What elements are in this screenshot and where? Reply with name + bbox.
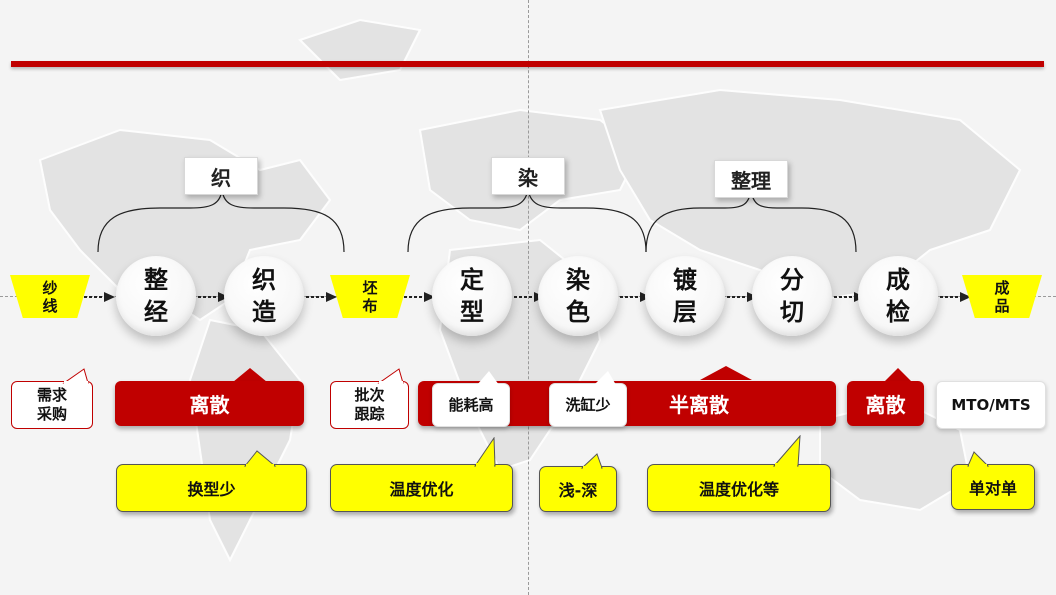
note-temp1-label: 温度优化 bbox=[389, 480, 454, 499]
node-warping-label: 整经 bbox=[144, 266, 168, 326]
callout-tail bbox=[580, 453, 603, 469]
flow-arrow bbox=[306, 292, 337, 302]
node-greige: 坯布 bbox=[330, 275, 410, 318]
flow-arrow bbox=[198, 292, 229, 302]
bar-discrete-inspection: 离散 bbox=[847, 381, 924, 426]
node-cutting: 分切 bbox=[752, 256, 832, 336]
note-energy-label: 能耗高 bbox=[448, 395, 494, 414]
node-setting: 定型 bbox=[432, 256, 512, 336]
note-shade-label: 浅-深 bbox=[558, 481, 598, 500]
note-temp2-label: 温度优化等 bbox=[698, 480, 779, 499]
bar-discrete-inspection-label: 离散 bbox=[865, 393, 906, 417]
node-inspection: 成检 bbox=[858, 256, 938, 336]
top-red-rule bbox=[11, 61, 1044, 67]
flow-arrow bbox=[84, 292, 115, 302]
note-batch-tracking: 批次 跟踪 bbox=[330, 368, 409, 429]
node-coating-label: 镀层 bbox=[673, 266, 697, 326]
callout-tail bbox=[477, 371, 499, 385]
note-one-to-one: 单对单 bbox=[951, 451, 1035, 510]
note-demand-label: 需求 采购 bbox=[36, 386, 67, 423]
horizontal-guide-line bbox=[0, 296, 1056, 297]
callout-tail bbox=[967, 451, 990, 467]
node-weaving-label: 织造 bbox=[252, 266, 276, 326]
node-setting-label: 定型 bbox=[460, 266, 484, 326]
note-single-label: 单对单 bbox=[968, 479, 1017, 498]
note-temp-optimization-1: 温度优化 bbox=[330, 437, 513, 512]
note-few-changeovers: 换型少 bbox=[116, 450, 307, 512]
flow-arrow bbox=[940, 292, 971, 302]
node-yarn: 纱线 bbox=[10, 275, 90, 318]
node-product-label: 成品 bbox=[994, 278, 1010, 315]
note-high-energy: 能耗高 bbox=[432, 371, 510, 427]
callout-tail bbox=[594, 371, 616, 385]
node-cutting-label: 分切 bbox=[780, 266, 804, 326]
note-mto-mts: MTO/MTS bbox=[936, 381, 1046, 429]
callout-tip bbox=[884, 368, 912, 382]
vertical-guide-line bbox=[528, 0, 529, 595]
note-wash-label: 洗缸少 bbox=[565, 395, 611, 414]
stage-label-weave: 织 bbox=[184, 157, 258, 195]
callout-tip bbox=[700, 366, 752, 380]
callout-tail bbox=[62, 368, 89, 384]
bar-discrete-weaving-label: 离散 bbox=[189, 393, 230, 417]
node-greige-label: 坯布 bbox=[362, 278, 378, 315]
node-dyeing-label: 染色 bbox=[566, 266, 590, 326]
node-coating: 镀层 bbox=[645, 256, 725, 336]
callout-tail bbox=[377, 368, 404, 384]
note-batch-label: 批次 跟踪 bbox=[354, 386, 385, 423]
note-temp-optimization-2: 温度优化等 bbox=[647, 435, 831, 512]
node-weaving: 织造 bbox=[224, 256, 304, 336]
node-dyeing: 染色 bbox=[538, 256, 618, 336]
callout-tail bbox=[474, 437, 496, 467]
bar-discrete-weaving: 离散 bbox=[115, 381, 304, 426]
callout-tail bbox=[243, 450, 277, 467]
callout-tip bbox=[233, 368, 267, 382]
bar-semi-discrete-label: 半离散 bbox=[669, 393, 729, 417]
callout-tail bbox=[772, 435, 801, 467]
note-mto-label: MTO/MTS bbox=[951, 395, 1031, 414]
note-changeover-label: 换型少 bbox=[187, 480, 236, 499]
stage-label-finish: 整理 bbox=[714, 160, 788, 198]
note-demand-procurement: 需求 采购 bbox=[11, 368, 93, 429]
node-inspection-label: 成检 bbox=[886, 266, 910, 326]
flow-arrow bbox=[404, 292, 435, 302]
node-product: 成品 bbox=[962, 275, 1042, 318]
node-yarn-label: 纱线 bbox=[42, 278, 58, 315]
node-warping: 整经 bbox=[116, 256, 196, 336]
note-light-to-dark: 浅-深 bbox=[539, 453, 617, 512]
stage-label-dye: 染 bbox=[491, 157, 565, 195]
note-few-washes: 洗缸少 bbox=[549, 371, 627, 427]
